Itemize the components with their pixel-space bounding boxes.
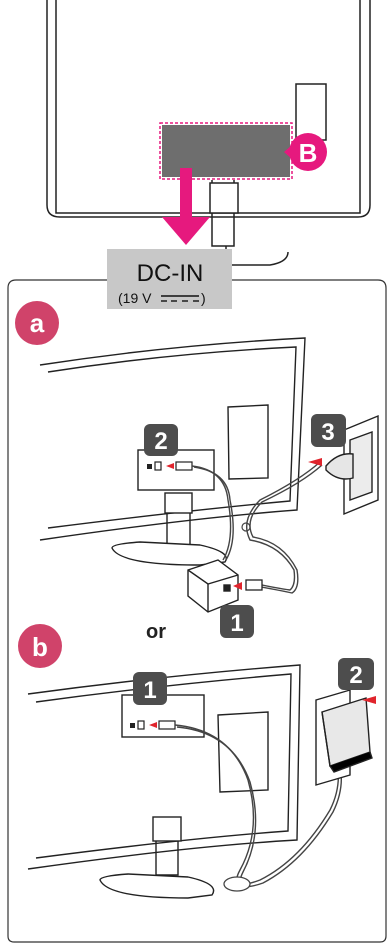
power-plug-a [233,579,263,591]
callout-b-letter: B [299,138,318,168]
wall-outlet-a [308,414,379,516]
step-label-b-2: 2 [349,662,362,689]
section-a-badge [15,301,59,345]
power-cables-a [191,461,323,594]
wall-adapter-b [315,689,376,786]
section-a-letter: a [30,308,45,338]
step-label-a-2: 2 [154,428,167,455]
power-adapter-a [187,559,239,613]
or-text: or [146,621,166,643]
step-label-a-1: 1 [230,610,243,637]
callout-b-badge [289,133,327,171]
dc-in-label: DC-IN [137,260,204,287]
power-cable-b [174,724,343,892]
dc-in-voltage-start: (19 V [118,290,152,306]
dc-port-icon [147,461,193,471]
step-badge-b-1 [133,672,167,705]
dc-in-label-box [107,249,232,309]
section-frame [7,279,387,943]
dc-symbol-icon [161,295,199,302]
step-badge-a-1 [220,605,254,638]
monitor-back-top [46,0,371,266]
step-badge-a-2 [144,424,178,456]
step-badge-b-2 [338,658,374,690]
step-label-b-1: 1 [143,677,156,704]
dc-in-voltage-end: ) [201,290,206,306]
monitor-back-b [27,664,301,899]
section-b-letter: b [32,632,48,662]
monitor-back-a [39,337,306,566]
step-badge-a-3 [311,414,346,447]
arrow-down-icon [162,168,210,245]
step-label-a-3: 3 [321,419,334,446]
section-b-badge [18,624,62,668]
